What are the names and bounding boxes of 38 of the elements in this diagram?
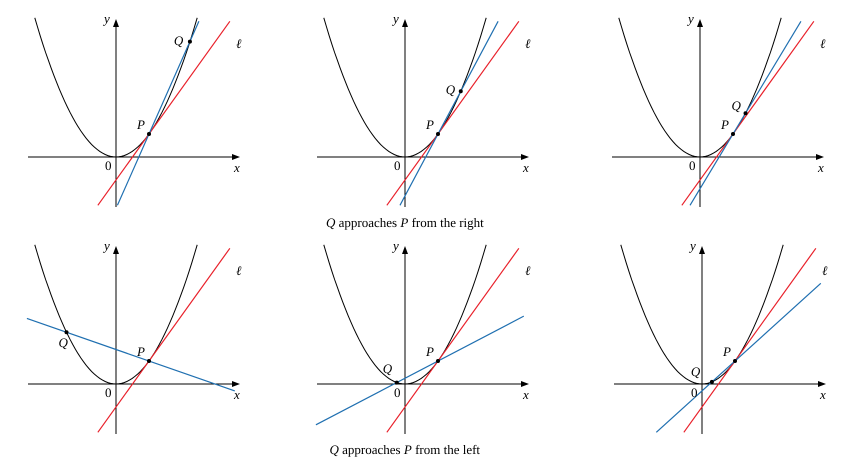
point-label: Q <box>690 364 700 379</box>
x-axis-label: x <box>234 161 240 175</box>
x-axis-label: x <box>523 388 529 402</box>
line-label: ℓ <box>820 37 826 51</box>
point-label: P <box>426 345 434 359</box>
origin-label: 0 <box>394 386 400 400</box>
point-label: P <box>723 345 731 359</box>
point-label: Q <box>174 34 184 48</box>
x-axis-label: x <box>818 161 824 175</box>
y-axis-label: y <box>688 12 694 26</box>
origin-label: 0 <box>394 159 400 173</box>
x-axis-label: x <box>234 388 240 402</box>
line-label: ℓ <box>822 264 828 278</box>
line-label: ℓ <box>525 264 530 278</box>
y-axis-label: y <box>690 239 696 253</box>
y-axis-label: y <box>104 12 110 26</box>
origin-label: 0 <box>105 386 112 400</box>
x-axis-label: x <box>820 388 826 402</box>
point-label: P <box>137 345 145 359</box>
point-label: P <box>137 118 145 132</box>
point-label: Q <box>58 336 68 350</box>
point-label: Q <box>732 99 741 114</box>
line-label: ℓ <box>525 37 530 51</box>
point-label: Q <box>382 362 392 376</box>
origin-label: 0 <box>689 159 696 173</box>
origin-label: 0 <box>691 386 698 400</box>
point-label: Q <box>446 83 456 98</box>
caption: Q approaches P from the right <box>326 216 484 230</box>
x-axis-label: x <box>523 161 529 175</box>
point-label: P <box>721 118 729 132</box>
point-label: P <box>426 118 434 132</box>
y-axis-label: y <box>393 12 399 26</box>
y-axis-label: y <box>104 239 110 253</box>
y-axis-label: y <box>393 239 399 253</box>
origin-label: 0 <box>105 159 112 173</box>
caption: Q approaches P from the left <box>330 443 480 457</box>
line-label: ℓ <box>236 264 242 278</box>
line-label: ℓ <box>236 37 242 51</box>
